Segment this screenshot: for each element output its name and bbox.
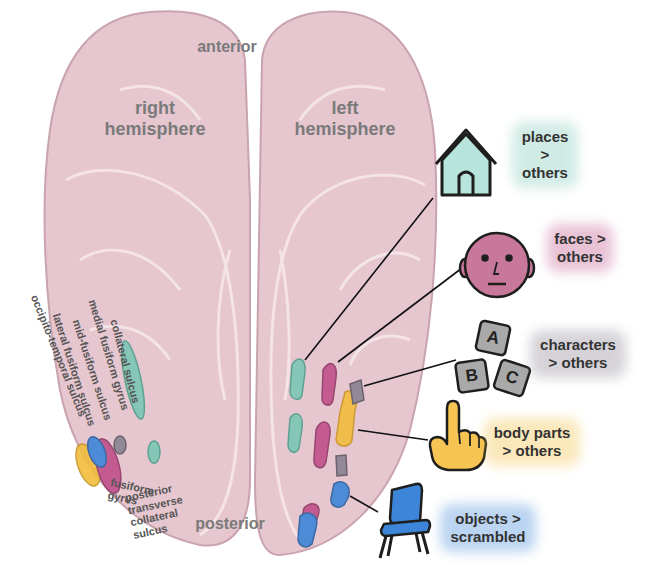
block-letter: C bbox=[493, 359, 531, 397]
block-letter: A bbox=[475, 320, 511, 356]
hand-icon-part bbox=[459, 432, 479, 448]
activation-patches-right-part bbox=[84, 434, 110, 470]
activation-patches-right-part bbox=[148, 441, 160, 463]
right-hemisphere bbox=[45, 11, 250, 545]
face-icon-part bbox=[507, 256, 512, 261]
hand-icon bbox=[430, 401, 486, 470]
activation-patches-left-part bbox=[331, 482, 349, 507]
legend-label: objects > scrambled bbox=[446, 510, 530, 546]
face-icon bbox=[460, 233, 534, 297]
house-icon bbox=[436, 130, 496, 195]
letter-blocks-icon-part bbox=[475, 320, 511, 356]
legend-label: faces > others bbox=[553, 230, 607, 266]
leader-lines-part bbox=[305, 198, 433, 360]
direction-label: anterior bbox=[187, 38, 267, 56]
leader-lines-part bbox=[350, 496, 378, 512]
letter-blocks-icon-part bbox=[455, 359, 489, 393]
chair-icon-part bbox=[390, 484, 422, 524]
left-hemisphere-part bbox=[255, 11, 436, 555]
hemisphere-label: left hemisphere bbox=[290, 98, 400, 139]
chair-icon bbox=[380, 484, 430, 558]
legend-label: characters > others bbox=[536, 336, 620, 372]
activation-patches-left-part bbox=[322, 364, 336, 406]
house-icon-part bbox=[436, 130, 496, 164]
hand-icon-part bbox=[430, 401, 486, 470]
legend-label: places > others bbox=[518, 128, 572, 182]
legend-label: body parts > others bbox=[490, 424, 574, 460]
activation-patches-left bbox=[288, 359, 364, 547]
right-hemisphere-part bbox=[66, 170, 238, 535]
letter-blocks-icon bbox=[455, 320, 531, 397]
activation-patches-left-part bbox=[288, 414, 302, 452]
right-hemisphere-part bbox=[45, 11, 250, 545]
face-icon-part bbox=[494, 262, 499, 274]
activation-patches-left-part bbox=[336, 455, 347, 476]
leader-lines-part bbox=[358, 430, 428, 440]
face-icon-part bbox=[465, 233, 529, 297]
activation-patches-right-part bbox=[114, 436, 126, 454]
activation-patches-left-part bbox=[298, 513, 317, 547]
letter-blocks-icon-part bbox=[493, 359, 531, 397]
leader-lines-part bbox=[364, 360, 456, 386]
activation-patches-left-part bbox=[314, 422, 330, 468]
face-icon-part bbox=[488, 283, 506, 286]
left-hemisphere-part bbox=[271, 175, 425, 540]
leader-lines-part bbox=[338, 268, 462, 362]
activation-patches-left-part bbox=[350, 380, 364, 404]
chair-icon-part bbox=[380, 532, 428, 558]
house-icon-part bbox=[442, 134, 490, 195]
left-hemisphere bbox=[255, 11, 436, 555]
face-icon-part bbox=[483, 256, 488, 261]
direction-label: posterior bbox=[180, 515, 280, 533]
house-icon-part bbox=[459, 172, 473, 195]
hemisphere-label: right hemisphere bbox=[100, 98, 210, 139]
activation-patches-left-part bbox=[290, 359, 305, 399]
block-letter: B bbox=[455, 359, 489, 393]
